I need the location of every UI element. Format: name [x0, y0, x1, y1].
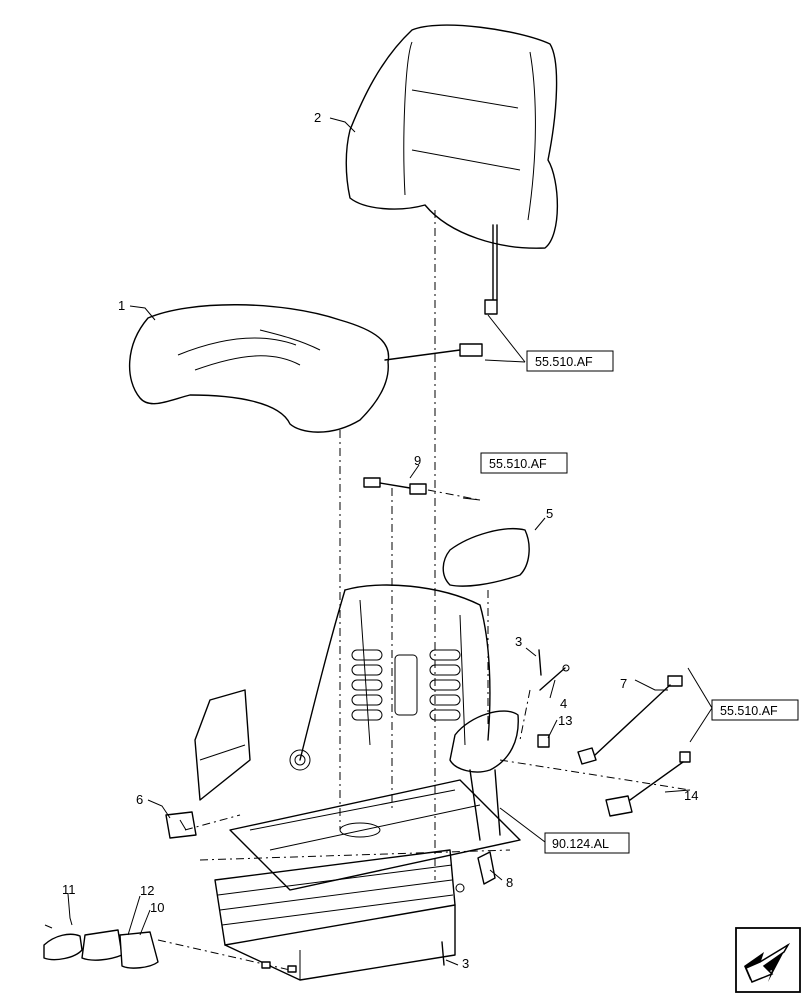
seat-frame — [194, 584, 521, 891]
callout-14: 14 — [684, 788, 698, 803]
cap-13 — [537, 734, 550, 748]
callout-3-bottom: 3 — [462, 956, 469, 971]
svg-text:55.510.AF: 55.510.AF — [489, 457, 547, 471]
harness-14 — [605, 751, 691, 817]
alignment-lines — [184, 210, 691, 880]
latch-6 — [165, 811, 197, 839]
seat-suspension — [214, 849, 456, 981]
bracket-8 — [455, 851, 496, 893]
callout-13: 13 — [558, 713, 572, 728]
svg-text:90.124.AL: 90.124.AL — [552, 837, 609, 851]
svg-text:55.510.AF: 55.510.AF — [535, 355, 593, 369]
callout-7: 7 — [620, 676, 627, 691]
ref-box-3[interactable]: 55.510.AF — [711, 699, 799, 721]
callout-4: 4 — [560, 696, 567, 711]
callout-leaders — [67, 117, 713, 966]
arrow-left-down-icon[interactable] — [735, 927, 801, 993]
harness-9 — [363, 477, 427, 495]
bolt-3 — [441, 649, 542, 966]
callout-8: 8 — [506, 875, 513, 890]
ref-box-4[interactable]: 90.124.AL — [544, 832, 630, 854]
callout-2: 2 — [314, 110, 321, 125]
seat-cushion — [129, 304, 483, 433]
ref-box-1[interactable]: 55.510.AF — [526, 350, 614, 372]
callout-9: 9 — [414, 453, 421, 468]
callout-1: 1 — [118, 298, 125, 313]
backrest-cushion — [345, 24, 559, 315]
rod-4 — [539, 664, 570, 691]
callout-6: 6 — [136, 792, 143, 807]
armrest-pad — [442, 528, 530, 587]
svg-text:55.510.AF: 55.510.AF — [720, 704, 778, 718]
callout-11: 11 — [62, 882, 76, 897]
callout-10: 10 — [150, 900, 164, 915]
ref-box-2[interactable]: 55.510.AF — [480, 452, 568, 474]
harness-7 — [577, 675, 683, 765]
covers-10-11-12 — [43, 924, 297, 973]
callout-5: 5 — [546, 506, 553, 521]
callout-12: 12 — [140, 883, 154, 898]
callout-3-top: 3 — [515, 634, 522, 649]
